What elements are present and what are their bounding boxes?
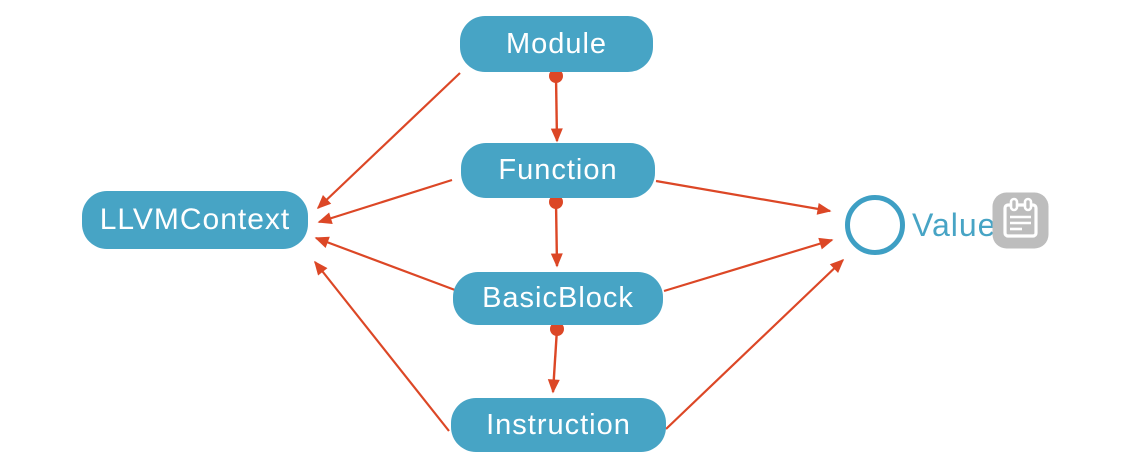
edge-instruction-to-value <box>665 258 845 430</box>
edge-origin-dot <box>549 195 563 209</box>
node-basicblock: BasicBlock <box>453 272 663 325</box>
node-module: Module <box>460 16 653 72</box>
edge-function-to-llvmcontext <box>317 178 453 224</box>
edge-origin-dot <box>550 322 564 336</box>
edge-basicblock-to-instruction <box>547 328 560 394</box>
node-instruction-label: Instruction <box>486 408 631 441</box>
edge-module-to-function <box>550 75 563 143</box>
edge-origin-dot <box>549 69 563 83</box>
value-circle-node <box>845 195 905 255</box>
node-instruction: Instruction <box>451 398 666 452</box>
edge-basicblock-to-llvmcontext <box>314 236 456 292</box>
node-function-label: Function <box>498 154 618 186</box>
node-basicblock-label: BasicBlock <box>482 282 634 314</box>
edge-basicblock-to-value <box>663 237 834 293</box>
edge-instruction-to-llvmcontext <box>314 260 450 432</box>
edge-module-to-llvmcontext <box>316 72 461 210</box>
value-text: Value <box>912 206 997 243</box>
edge-function-to-value <box>655 179 832 215</box>
node-llvmcontext-label: LLVMContext <box>99 203 291 236</box>
edge-function-to-basicblock <box>550 201 563 268</box>
notepad-icon <box>992 192 1049 249</box>
node-llvmcontext: LLVMContext <box>82 191 308 249</box>
node-module-label: Module <box>505 27 608 60</box>
node-value-label: Value <box>912 195 996 255</box>
node-function: Function <box>461 143 655 198</box>
